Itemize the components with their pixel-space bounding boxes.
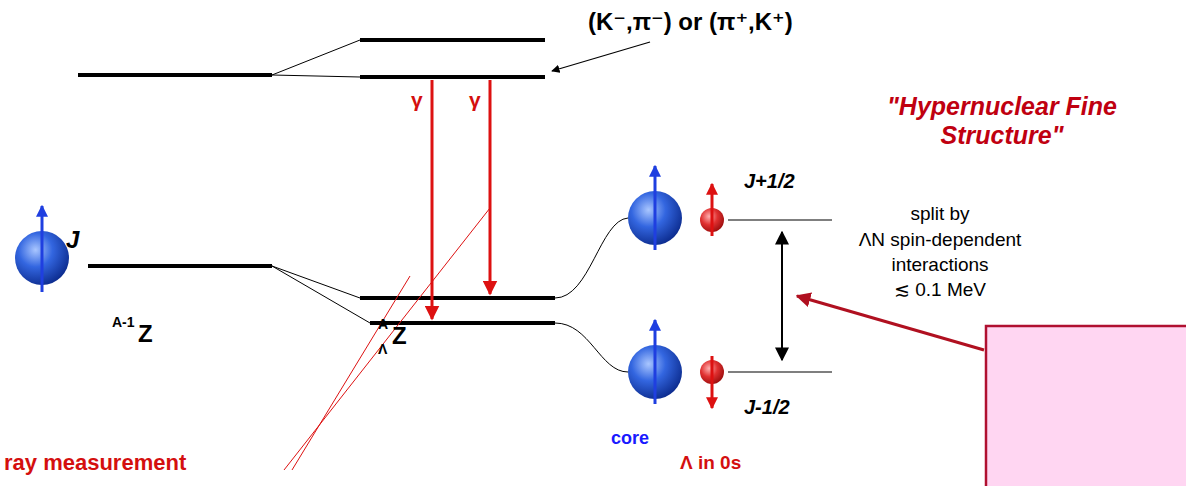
spin-label: J+1/2 [744,170,795,193]
spin-label: J [66,226,79,254]
splitting-arrow [781,232,783,360]
leader-line [292,276,410,470]
core-nucleus [628,320,682,404]
lambda-particle [700,184,724,236]
note-text: interactions [830,254,1050,276]
leader-line [284,208,490,470]
hyperon-subscript: Λ [378,341,387,357]
mass-number: A [378,316,388,332]
gamma-arrow [489,80,492,294]
gamma-label: γ [411,88,423,112]
spin-label: J-1/2 [744,396,790,419]
pointer-arrow [552,42,650,71]
note-text: split by [830,203,1050,225]
element-symbol: Z [138,320,153,348]
measurement-note: ray measurement [4,450,186,475]
upper-levels [78,40,545,77]
lambda-label: Λ in 0s [680,452,741,474]
core-nucleus [15,206,69,292]
element-symbol: Z [392,322,407,350]
figure-title: "Hypernuclear Fine Structure" [872,92,1132,150]
reaction-label: (K⁻,π⁻) or (π⁺,K⁺) [588,8,793,36]
note-text: ΛN spin-dependent [830,229,1050,251]
callout-box [986,326,1186,486]
note-text: ≲ 0.1 MeV [830,279,1050,301]
ground-levels [88,218,832,372]
mass-number: A-1 [112,314,135,330]
callout-pointer [797,296,984,350]
core-label: core [611,428,649,449]
core-nucleus [628,166,682,250]
lambda-particle [700,356,724,408]
gamma-label: γ [469,88,481,112]
